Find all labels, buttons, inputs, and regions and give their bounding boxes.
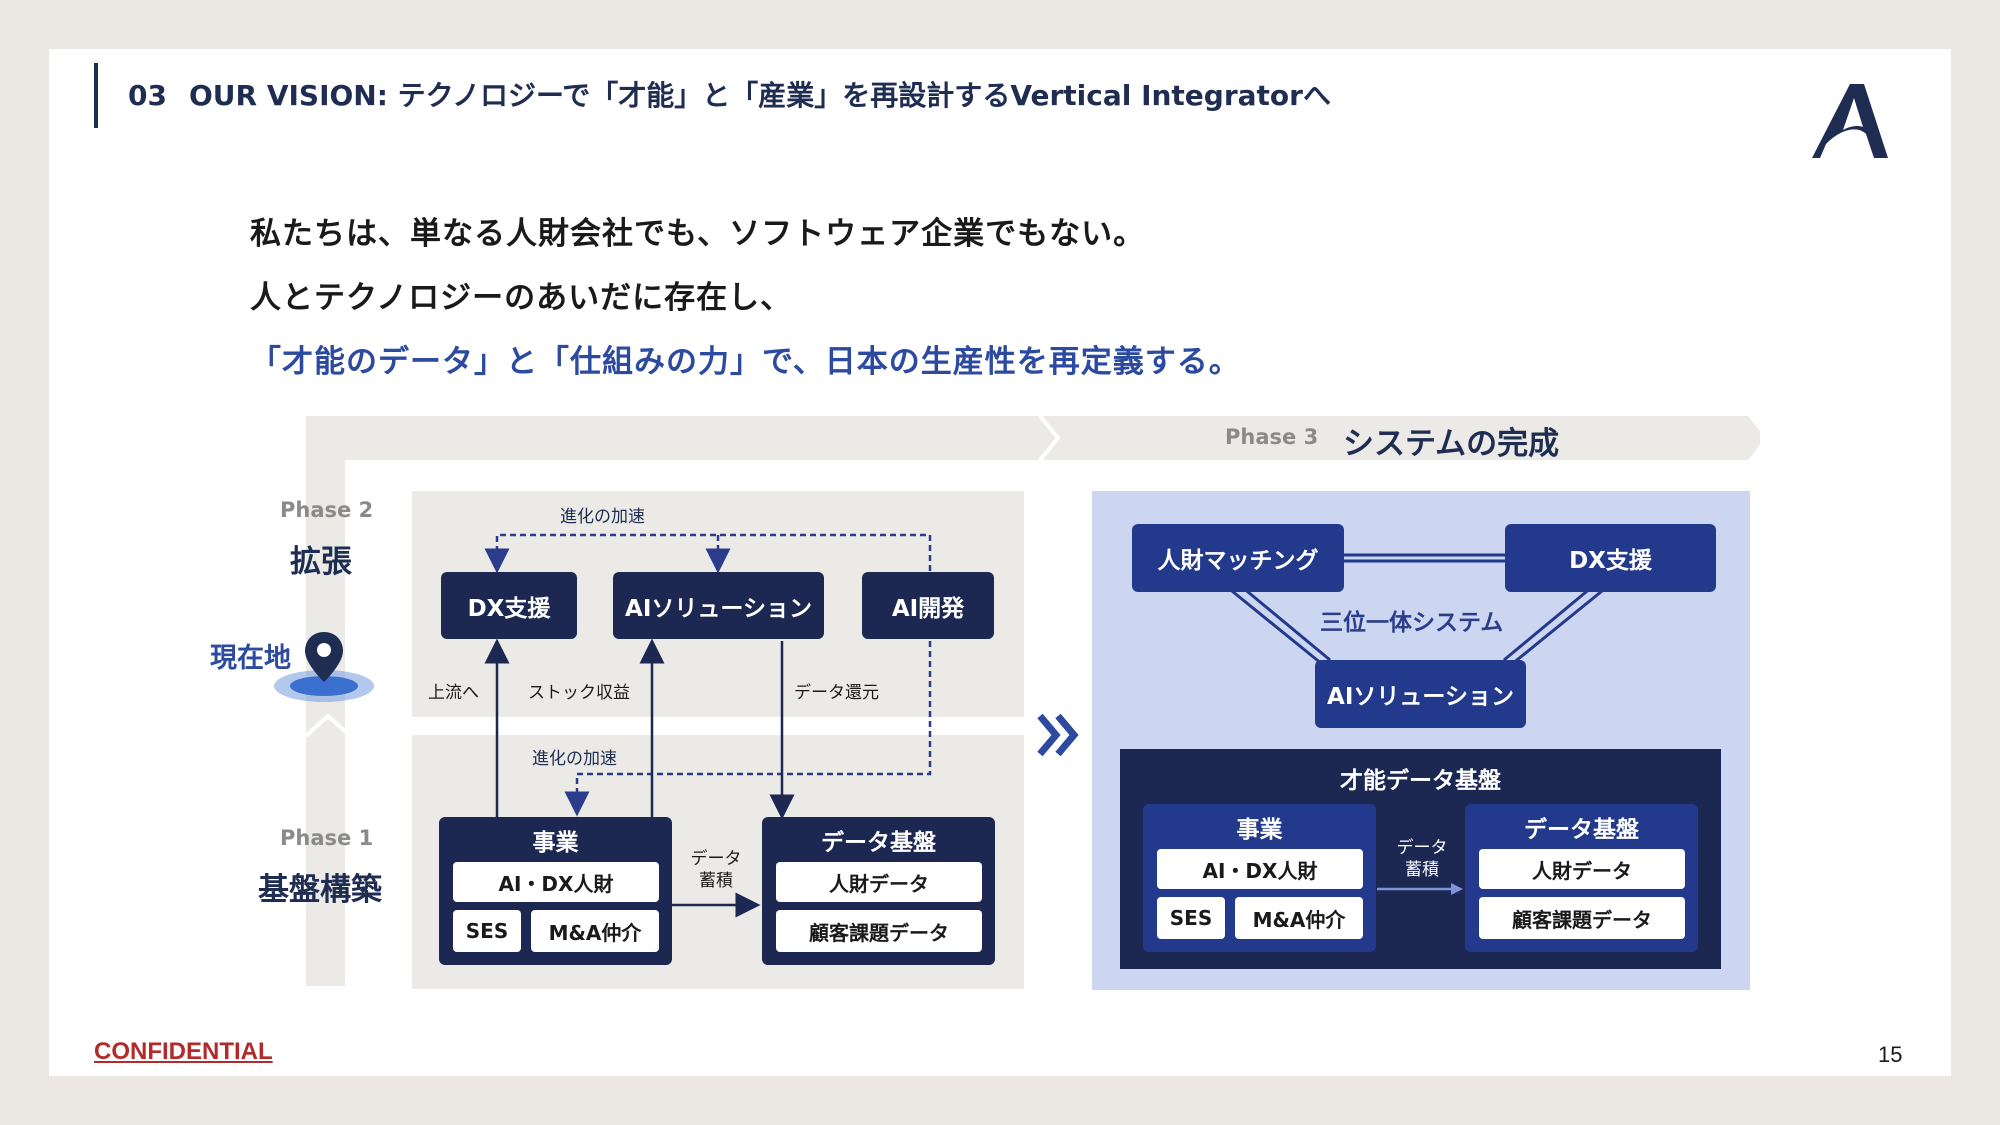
data-accumulate-label: データ 蓄積 <box>690 849 742 891</box>
talent-matching-box: 人財マッチング <box>1132 524 1344 592</box>
section-number: 03 <box>128 79 167 112</box>
business-item: M&A仲介 <box>1235 897 1363 939</box>
business-title-right: 事業 <box>1236 817 1283 843</box>
double-chevron-icon <box>1037 713 1079 757</box>
accumulate-arrow-line <box>1377 883 1463 895</box>
trinity-connectors <box>1231 553 1603 666</box>
lead-line-3: 「才能のデータ」と「仕組みの力」で、日本の生産性を再定義する。 <box>250 344 1241 380</box>
data-platform-title: データ基盤 <box>821 830 936 856</box>
current-location-label: 現在地 <box>210 643 291 674</box>
stock-revenue-label: ストック収益 <box>528 683 630 703</box>
phase2-title: 拡張 <box>290 544 352 580</box>
header-accent-bar <box>94 63 98 128</box>
company-logo <box>1812 84 1888 158</box>
data-platform-box: データ基盤 人財データ 顧客課題データ <box>762 817 995 965</box>
business-box: 事業 AI・DX人財 SES M&A仲介 <box>439 817 672 965</box>
lead-line-2: 人とテクノロジーのあいだに存在し、 <box>250 280 793 316</box>
business-item: AI・DX人財 <box>453 862 659 902</box>
phase2-label: Phase 2 <box>280 498 374 522</box>
upstream-label: 上流へ <box>428 683 479 703</box>
section-title: OUR VISION: テクノロジーで「才能」と「産業」を再設計するVertic… <box>188 79 1331 112</box>
data-accumulate-label-right: データ 蓄積 <box>1396 838 1448 880</box>
phase1-label: Phase 1 <box>280 826 374 850</box>
phase3-title: システムの完成 <box>1343 426 1560 462</box>
ai-dev-box: AI開発 <box>862 572 994 639</box>
data-platform-item: 顧客課題データ <box>1479 897 1685 939</box>
data-platform-item: 人財データ <box>1479 849 1685 889</box>
dx-support-box-right: DX支援 <box>1505 524 1716 592</box>
map-pin-icon <box>274 632 374 702</box>
confidential-label: CONFIDENTIAL <box>94 1038 273 1065</box>
business-item: AI・DX人財 <box>1157 849 1363 889</box>
dx-support-box: DX支援 <box>441 572 577 639</box>
phase-connectors <box>484 533 932 918</box>
talent-data-platform-title: 才能データ基盤 <box>1340 768 1501 794</box>
business-item: SES <box>453 910 521 952</box>
data-platform-box-right: データ基盤 人財データ 顧客課題データ <box>1465 804 1698 952</box>
lead-line-1: 私たちは、単なる人財会社でも、ソフトウェア企業でもない。 <box>250 216 1146 252</box>
accel-label-mid: 進化の加速 <box>532 749 617 769</box>
trinity-system-label: 三位一体システム <box>1320 610 1504 636</box>
ai-solution-box: AIソリューション <box>613 572 824 639</box>
phase1-title: 基盤構築 <box>258 872 382 908</box>
data-return-label: データ還元 <box>794 683 879 703</box>
business-item: SES <box>1157 897 1225 939</box>
phase3-label: Phase 3 <box>1225 425 1319 449</box>
talent-data-platform: 才能データ基盤 データ 蓄積 事業 AI・DX人財 SES M&A仲介 データ基… <box>1120 749 1721 969</box>
data-platform-item: 顧客課題データ <box>776 910 982 952</box>
business-box-right: 事業 AI・DX人財 SES M&A仲介 <box>1143 804 1376 952</box>
header: 03 OUR VISION: テクノロジーで「才能」と「産業」を再設計するVert… <box>128 74 1331 114</box>
page-number: 15 <box>1878 1042 1903 1067</box>
accel-label-top: 進化の加速 <box>560 507 645 527</box>
data-platform-title-right: データ基盤 <box>1524 817 1639 843</box>
phase-path <box>304 414 1760 986</box>
data-platform-item: 人財データ <box>776 862 982 902</box>
ai-solution-box-right: AIソリューション <box>1315 660 1526 728</box>
business-title: 事業 <box>532 830 579 856</box>
business-item: M&A仲介 <box>531 910 659 952</box>
